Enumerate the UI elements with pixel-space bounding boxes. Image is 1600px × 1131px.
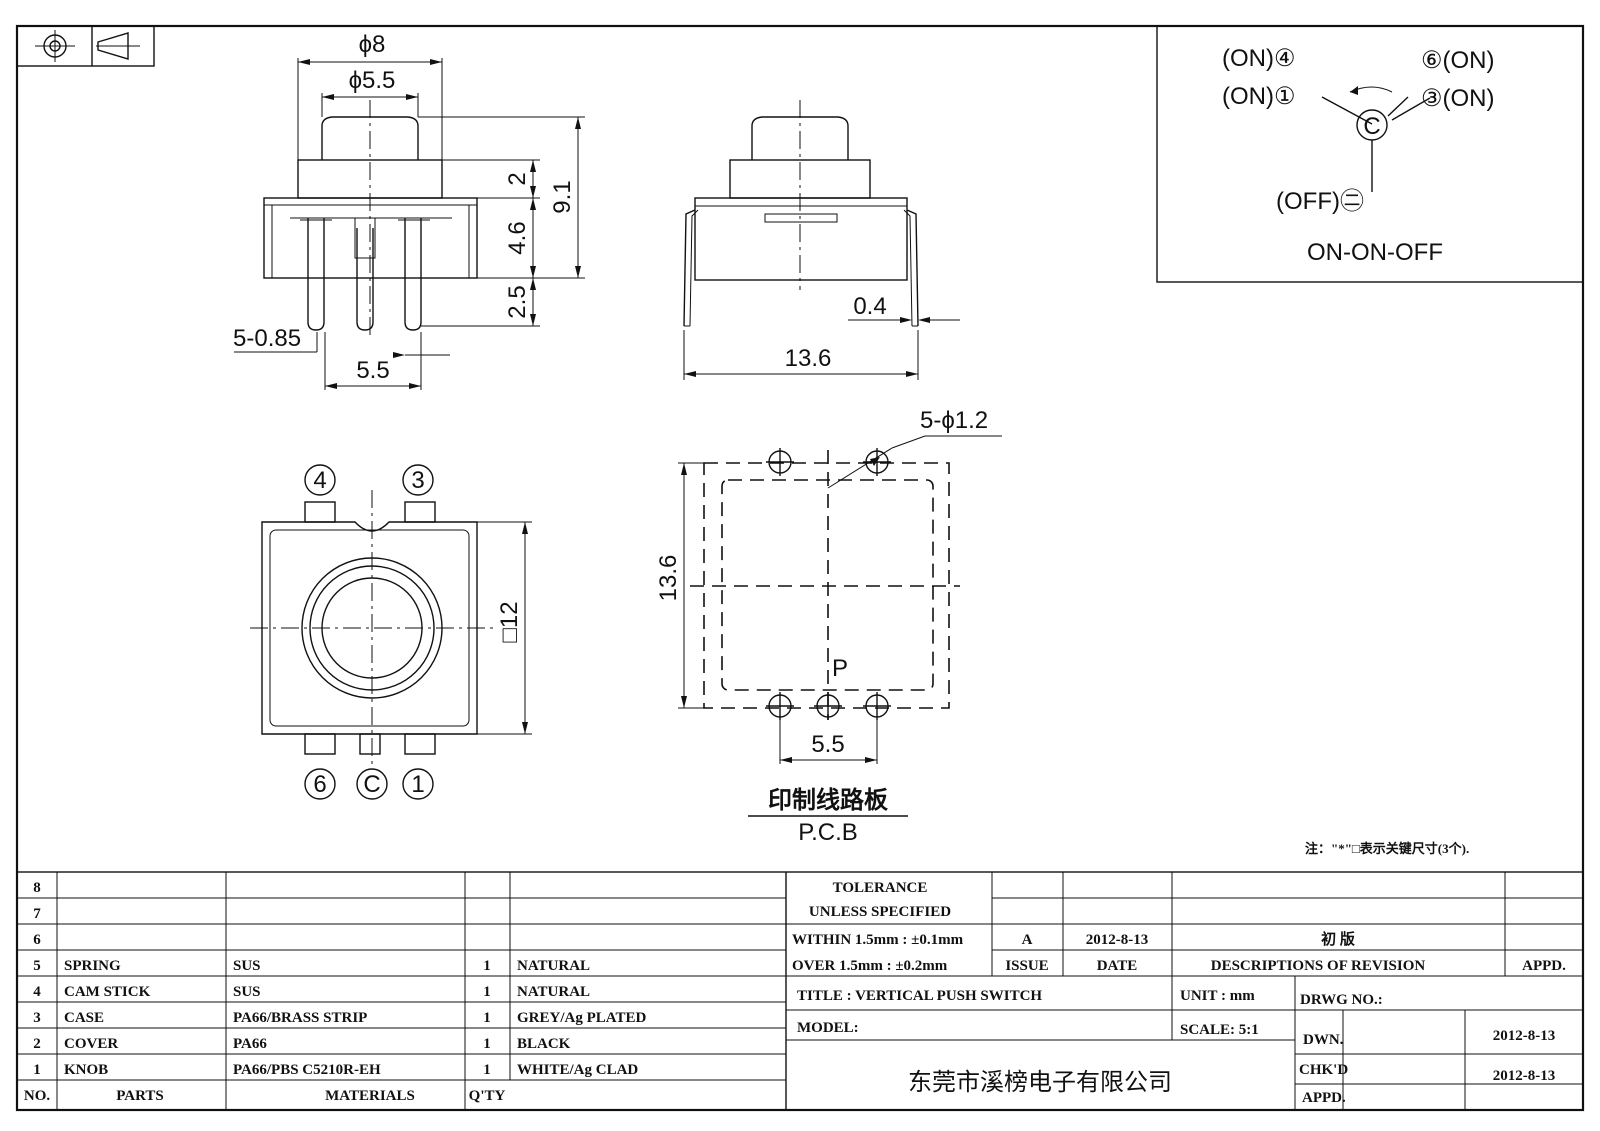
model: MODEL: xyxy=(797,1020,859,1036)
appd-label: APPD. xyxy=(1302,1090,1346,1106)
parts-header: NO. PARTS MATERIALS Q'TY xyxy=(24,1088,506,1104)
part-row-name: SPRING xyxy=(64,958,121,974)
part-row-name: CASE xyxy=(64,1010,104,1026)
dim-height-4-6: 4.6 xyxy=(504,221,531,254)
schematic-pin3: ③(ON) xyxy=(1421,85,1495,112)
issue-header: ISSUE xyxy=(1005,958,1048,974)
tolerance-line3: WITHIN 1.5mm : ±0.1mm xyxy=(792,932,964,948)
part-row-material: SUS xyxy=(233,958,261,974)
issue-value: A xyxy=(1022,932,1033,948)
scale: SCALE: 5:1 xyxy=(1180,1022,1259,1038)
projection-symbol xyxy=(16,25,155,67)
side-view: ϕ8 ϕ5.5 2 9.1 4.6 2.5 5-0.85 5.5 xyxy=(233,31,585,390)
pin-label-1: 1 xyxy=(411,771,424,798)
part-row-no: 7 xyxy=(33,906,41,922)
part-row-finish: NATURAL xyxy=(517,984,590,1000)
dim-pin-pitch: 5.5 xyxy=(356,357,389,384)
pin-label-4: 4 xyxy=(313,467,326,494)
tolerance-line4: OVER 1.5mm : ±0.2mm xyxy=(792,958,948,974)
pin-label-6: 6 xyxy=(313,771,326,798)
top-view: □12 4 3 6 C 1 xyxy=(250,464,532,800)
unit: UNIT : mm xyxy=(1180,988,1255,1004)
part-row-qty: 1 xyxy=(483,1010,491,1026)
part-row-no: 8 xyxy=(33,880,41,896)
pin-label-c: C xyxy=(363,771,380,798)
tolerance-line2: UNLESS SPECIFIED xyxy=(809,904,951,920)
part-row-name: KNOB xyxy=(64,1062,108,1078)
schematic-pin6: ⑥(ON) xyxy=(1421,47,1495,74)
dwn-date: 2012-8-13 xyxy=(1493,1028,1556,1044)
pcb-point-label: P xyxy=(832,655,848,682)
part-row-no: 6 xyxy=(33,932,41,948)
dim-holes: 5-ϕ1.2 xyxy=(920,407,988,434)
dim-pcb-pitch: 5.5 xyxy=(811,731,844,758)
part-row-name: COVER xyxy=(64,1036,118,1052)
appd-header: APPD. xyxy=(1522,958,1566,974)
header-qty: Q'TY xyxy=(469,1088,506,1104)
header-no: NO. xyxy=(24,1088,51,1104)
pcb-view: 5-ϕ1.2 13.6 5.5 P 印制线路板 P.C.B xyxy=(655,407,1002,846)
dim-knob-dia: ϕ5.5 xyxy=(349,67,396,94)
chkd-label: CHK'D xyxy=(1299,1062,1348,1078)
schematic-pin1: (ON)① xyxy=(1222,83,1296,110)
part-row-no: 2 xyxy=(33,1036,41,1052)
drawing-note: 注："*"□表示关键尺寸(3个). xyxy=(1305,841,1469,856)
part-row-no: 1 xyxy=(33,1062,41,1078)
part-row-name: CAM STICK xyxy=(64,984,151,1000)
part-row-material: PA66 xyxy=(233,1036,267,1052)
part-row-material: PA66/BRASS STRIP xyxy=(233,1010,367,1026)
dim-square: □12 xyxy=(496,601,523,642)
parts-table xyxy=(16,871,1584,1111)
schematic-pin4: (ON)④ xyxy=(1222,45,1296,72)
part-row-material: SUS xyxy=(233,984,261,1000)
front-view: 0.4 13.6 xyxy=(683,100,960,380)
part-row-material: PA66/PBS C5210R-EH xyxy=(233,1062,381,1078)
dim-front-width: 13.6 xyxy=(785,345,832,372)
dim-pin-width: 5-0.85 xyxy=(233,325,301,352)
drwg-no: DRWG NO.: xyxy=(1300,992,1383,1008)
header-materials: MATERIALS xyxy=(325,1088,415,1104)
pin-label-3: 3 xyxy=(411,467,424,494)
switch-mode: ON-ON-OFF xyxy=(1307,239,1443,266)
part-row-finish: WHITE/Ag CLAD xyxy=(517,1062,638,1078)
part-row-no: 3 xyxy=(33,1010,41,1026)
revision-desc: 初 版 xyxy=(1321,930,1355,948)
desc-header: DESCRIPTIONS OF REVISION xyxy=(1211,958,1426,974)
part-row-qty: 1 xyxy=(483,984,491,1000)
part-row-no: 4 xyxy=(33,984,41,1000)
company-name: 东莞市溪榜电子有限公司 xyxy=(908,1069,1172,1096)
part-row-qty: 1 xyxy=(483,1062,491,1078)
schematic-common: C xyxy=(1363,113,1380,140)
part-row-finish: BLACK xyxy=(517,1036,571,1052)
dim-height-2-5: 2.5 xyxy=(504,285,531,318)
chkd-date: 2012-8-13 xyxy=(1493,1068,1556,1084)
part-row-qty: 1 xyxy=(483,958,491,974)
pcb-title-cn: 印制线路板 xyxy=(768,786,889,814)
dim-pcb-height: 13.6 xyxy=(655,555,682,602)
part-row-finish: NATURAL xyxy=(517,958,590,974)
part-row-qty: 1 xyxy=(483,1036,491,1052)
header-parts: PARTS xyxy=(116,1088,164,1104)
dim-pin-thickness: 0.4 xyxy=(853,293,886,320)
dwn-label: DWN. xyxy=(1303,1032,1344,1048)
date-header: DATE xyxy=(1097,958,1138,974)
dim-height-9-1: 9.1 xyxy=(549,180,576,213)
schematic-void: (OFF)㊁ xyxy=(1276,188,1364,215)
schematic: C (ON)④ (ON)① ⑥(ON) ③(ON) (OFF)㊁ ON-ON-O… xyxy=(1156,25,1584,283)
title-block: TOLERANCE UNLESS SPECIFIED WITHIN 1.5mm … xyxy=(786,872,1583,1110)
part-row-no: 5 xyxy=(33,958,41,974)
part-row-finish: GREY/Ag PLATED xyxy=(517,1010,646,1026)
drawing-title: TITLE : VERTICAL PUSH SWITCH xyxy=(797,988,1042,1004)
dim-height-2: 2 xyxy=(504,172,531,185)
pcb-title-en: P.C.B xyxy=(798,819,858,846)
tolerance-line1: TOLERANCE xyxy=(833,880,928,896)
dim-outer-dia: ϕ8 xyxy=(359,31,386,58)
date-value: 2012-8-13 xyxy=(1086,932,1149,948)
